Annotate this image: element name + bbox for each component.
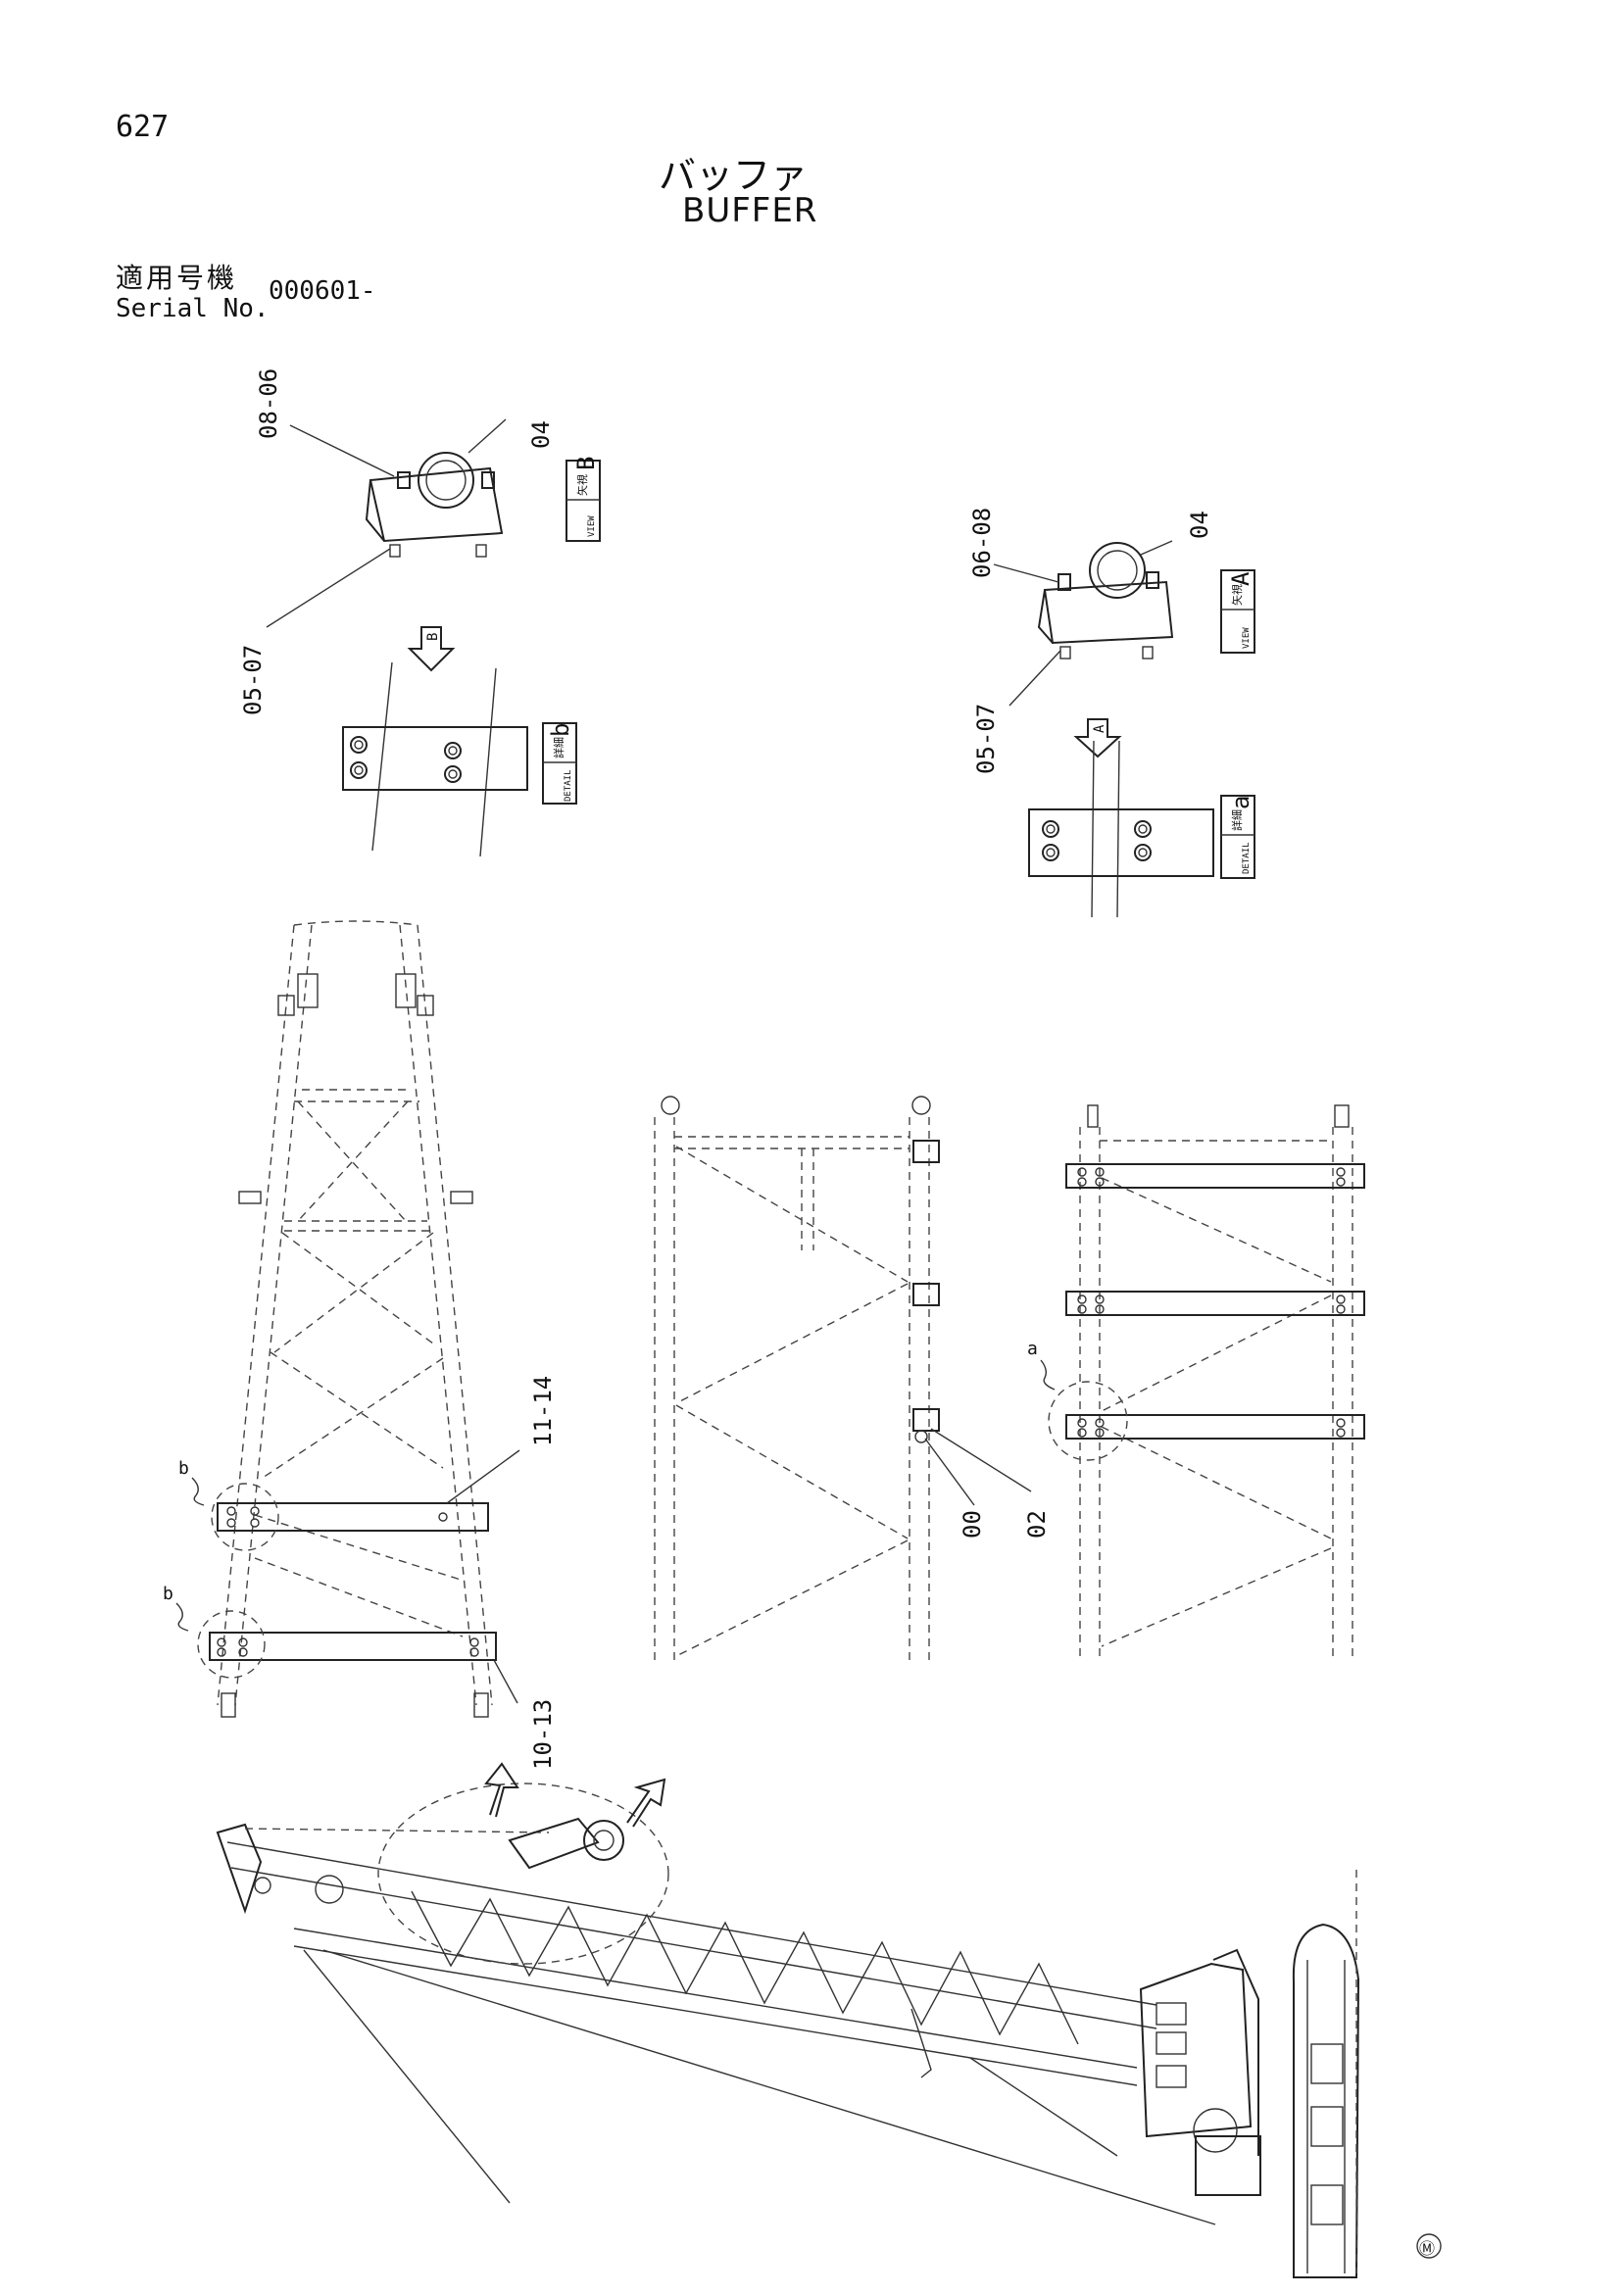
bubble-b-lower-leader <box>175 1602 189 1632</box>
svg-text:B: B <box>425 633 441 641</box>
view-a-label-box: 矢視 VIEW A <box>1220 569 1255 654</box>
serial-number-value: 000601- <box>269 276 376 306</box>
leader-a-top <box>993 563 1059 583</box>
leader-a-ring <box>1140 540 1173 556</box>
leader-mid-a <box>924 1438 975 1506</box>
detail-a-label-box: 詳細 DETAIL a <box>1220 795 1255 879</box>
leader-mid-b <box>930 1428 1032 1492</box>
m-mark-icon <box>1416 2233 1442 2259</box>
svg-text:VIEW: VIEW <box>587 515 597 537</box>
callout-b-top: 08-06 <box>255 368 282 439</box>
svg-text:DETAIL: DETAIL <box>1242 842 1252 874</box>
view-a-arrow-icon: A <box>1073 718 1122 758</box>
svg-text:A: A <box>1092 724 1107 733</box>
detail-a-letter: a <box>1227 796 1254 809</box>
bubble-b-upper-leader <box>191 1477 205 1506</box>
view-b-label-box: 矢視 VIEW B <box>566 457 601 542</box>
view-a-bracket <box>1037 542 1174 659</box>
tapered-boom-frame <box>197 920 497 1718</box>
callout-left-lower: 10-13 <box>529 1699 557 1770</box>
detail-b-letter: b <box>547 723 574 737</box>
bubble-b-upper: b <box>178 1458 189 1479</box>
callout-mid-b: 02 <box>1023 1510 1051 1539</box>
leader-a-base <box>1008 650 1061 707</box>
view-b-bracket <box>365 452 504 558</box>
page-number: 627 <box>116 110 170 144</box>
svg-text:詳細: 詳細 <box>552 737 566 758</box>
view-a-letter: A <box>1227 571 1254 586</box>
bubble-a-leader <box>1040 1359 1056 1391</box>
svg-text:矢視: 矢視 <box>1230 584 1244 606</box>
detail-b-label-box: 詳細 DETAIL b <box>542 722 577 805</box>
middle-boom-section <box>654 1096 940 1662</box>
callout-left-upper: 11-14 <box>529 1376 557 1446</box>
callout-a-base: 05-07 <box>972 704 1000 774</box>
serial-label-japanese: 適用号機 <box>116 262 238 294</box>
svg-text:VIEW: VIEW <box>1242 627 1252 649</box>
crane-overall-view <box>216 1762 1360 2278</box>
right-boom-section <box>1048 1104 1365 1662</box>
view-b-letter: B <box>572 457 600 470</box>
bubble-b-lower: b <box>163 1584 173 1604</box>
callout-b-ring: 04 <box>527 420 555 449</box>
callout-a-ring: 04 <box>1186 511 1213 539</box>
leader-b-base <box>266 548 391 628</box>
svg-text:矢視: 矢視 <box>575 474 589 496</box>
leader-b-ring <box>467 418 507 454</box>
m-mark: Ⓜ <box>1419 2239 1435 2258</box>
svg-text:詳細: 詳細 <box>1230 809 1244 831</box>
callout-mid-a: 00 <box>959 1510 986 1539</box>
bubble-a: a <box>1027 1339 1038 1359</box>
detail-a-plate <box>1028 740 1214 918</box>
view-b-arrow-icon: B <box>407 626 456 672</box>
title-english: BUFFER <box>682 191 818 230</box>
leader-left-lower <box>493 1659 518 1704</box>
svg-text:DETAIL: DETAIL <box>564 769 573 802</box>
leader-left-upper <box>446 1449 520 1504</box>
detail-b-plate <box>342 661 528 857</box>
callout-a-top: 06-08 <box>968 508 996 578</box>
callout-b-base: 05-07 <box>239 645 267 715</box>
leader-b-top <box>289 424 395 477</box>
title-japanese: バッファ <box>659 154 809 197</box>
serial-label-english: Serial No. <box>116 294 270 323</box>
